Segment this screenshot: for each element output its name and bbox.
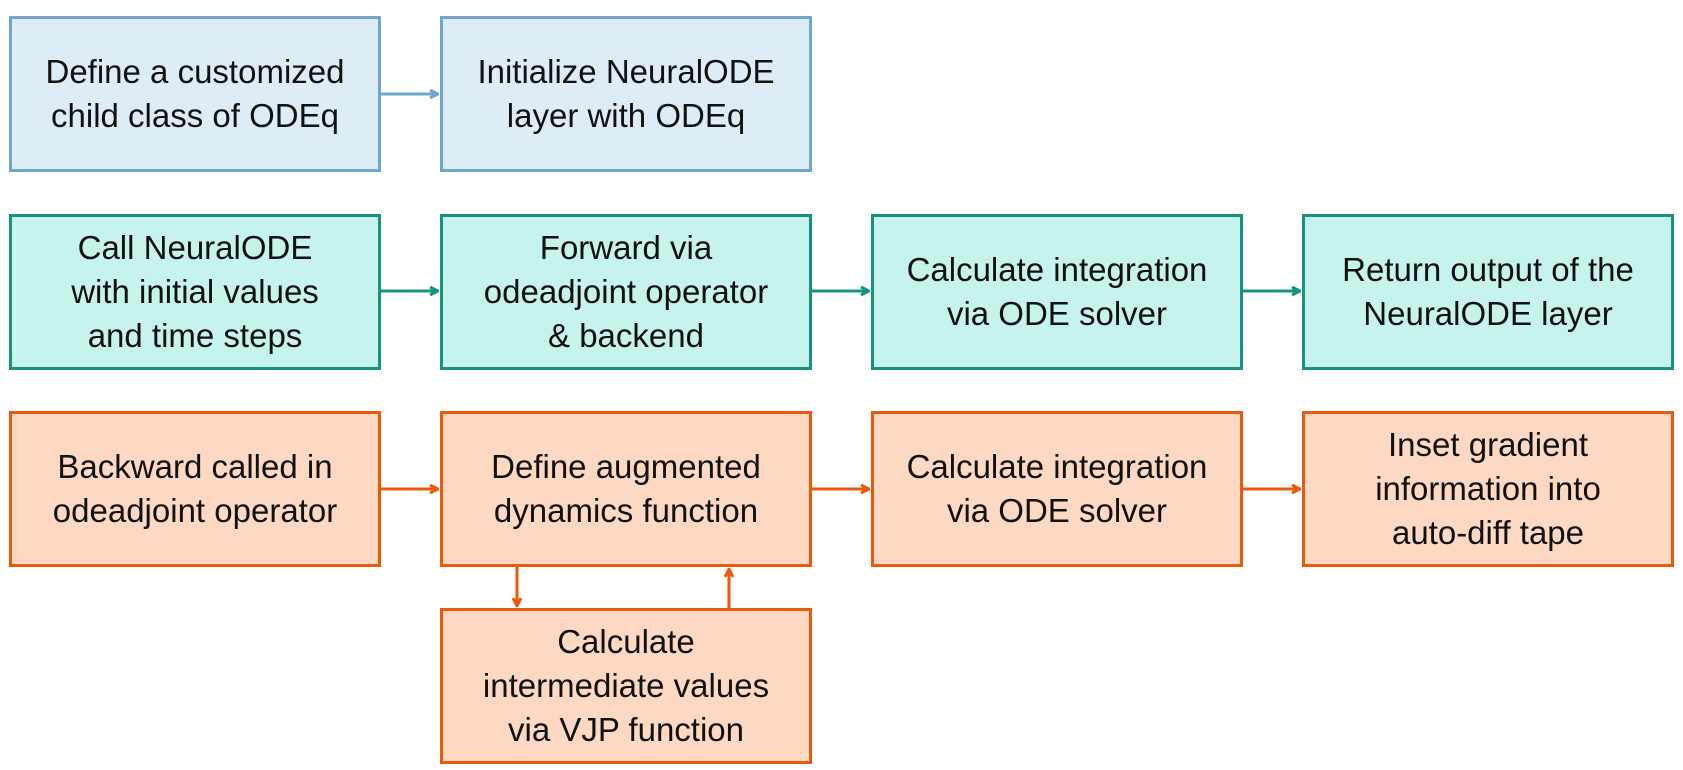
backward-called-label: Backward called in odeadjoint operator [52,448,338,529]
backward-integration-box: Calculate integration via ODE solver [871,411,1243,567]
forward-integration-box: Calculate integration via ODE solver [871,214,1243,370]
calculate-vjp-box: Calculate intermediate values via VJP fu… [440,608,812,764]
call-neuralode-label: Call NeuralODE with initial values and t… [71,229,319,354]
inset-gradient-box: Inset gradient information into auto-dif… [1302,411,1674,567]
define-augmented-label: Define augmented dynamics function [491,448,761,529]
calculate-vjp-label: Calculate intermediate values via VJP fu… [482,623,770,748]
return-output-label: Return output of the NeuralODE layer [1342,251,1634,332]
backward-integration-label: Calculate integration via ODE solver [906,448,1208,529]
call-neuralode-box: Call NeuralODE with initial values and t… [9,214,381,370]
inset-gradient-label: Inset gradient information into auto-dif… [1375,426,1601,551]
initialize-layer-box: Initialize NeuralODE layer with ODEq [440,16,812,172]
forward-operator-box: Forward via odeadjoint operator & backen… [440,214,812,370]
define-augmented-box: Define augmented dynamics function [440,411,812,567]
initialize-layer-label: Initialize NeuralODE layer with ODEq [477,53,775,134]
forward-operator-label: Forward via odeadjoint operator & backen… [483,229,769,354]
return-output-box: Return output of the NeuralODE layer [1302,214,1674,370]
backward-called-box: Backward called in odeadjoint operator [9,411,381,567]
define-child-class-label: Define a customized child class of ODEq [45,53,345,134]
forward-integration-label: Calculate integration via ODE solver [906,251,1208,332]
define-child-class-box: Define a customized child class of ODEq [9,16,381,172]
